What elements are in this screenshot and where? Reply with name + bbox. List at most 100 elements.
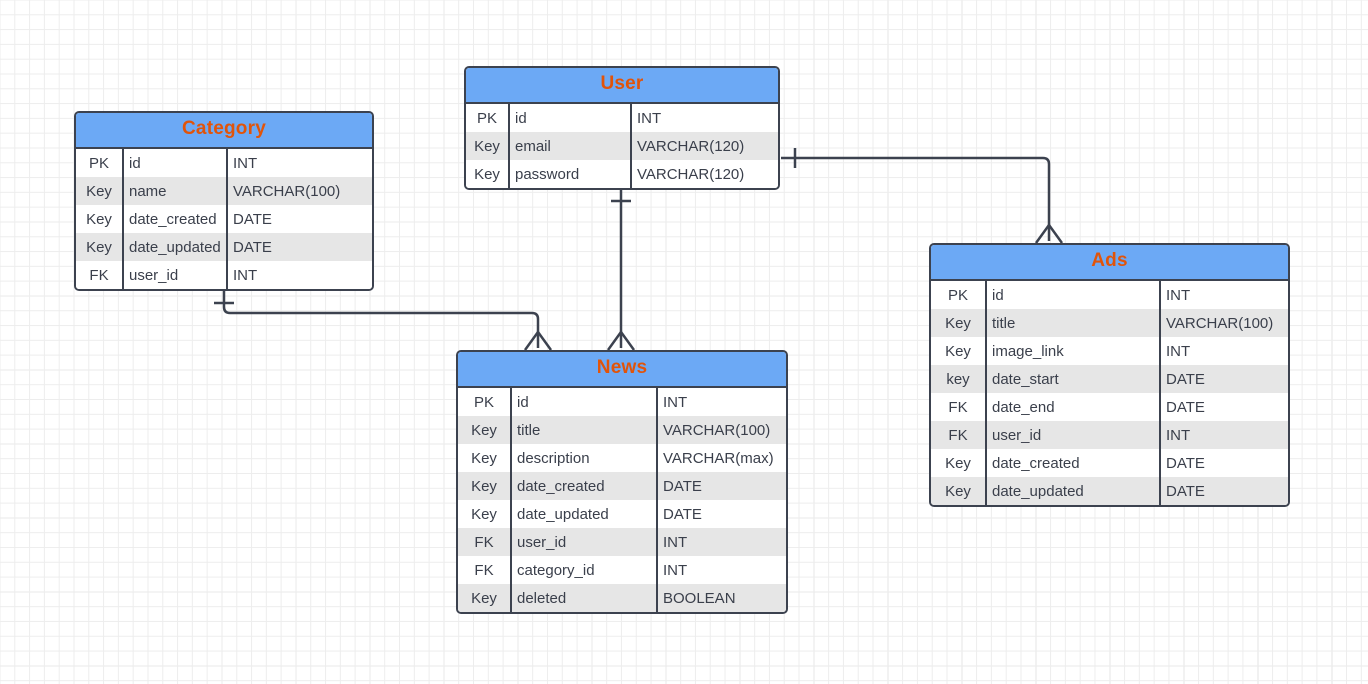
row-name: date_created <box>124 205 228 233</box>
entity-rows-news: PK id INT Key title VARCHAR(100) Key des… <box>458 388 786 612</box>
table-row[interactable]: FK date_end DATE <box>931 393 1288 421</box>
table-row[interactable]: FK user_id INT <box>76 261 372 289</box>
row-type: VARCHAR(max) <box>663 450 774 467</box>
row-key: Key <box>931 477 987 505</box>
table-row[interactable]: FK category_id INT <box>458 556 786 584</box>
row-type: INT <box>233 155 258 172</box>
row-name: password <box>510 160 632 188</box>
table-row[interactable]: Key date_updated DATE <box>931 477 1288 505</box>
row-name: id <box>510 104 632 132</box>
entity-table-ads[interactable]: Ads PK id INT Key title VARCHAR(100) Key… <box>929 243 1290 507</box>
row-key: Key <box>76 177 124 205</box>
table-row[interactable]: Key date_created DATE <box>76 205 372 233</box>
entity-rows-ads: PK id INT Key title VARCHAR(100) Key ima… <box>931 281 1288 505</box>
row-name: date_end <box>987 393 1161 421</box>
row-type: DATE <box>233 239 272 256</box>
row-key: PK <box>466 104 510 132</box>
row-type: INT <box>663 394 688 411</box>
table-row[interactable]: Key description VARCHAR(max) <box>458 444 786 472</box>
row-key: Key <box>466 160 510 188</box>
table-row[interactable]: PK id INT <box>466 104 778 132</box>
entity-table-category[interactable]: Category PK id INT Key name VARCHAR(100)… <box>74 111 374 291</box>
entity-rows-user: PK id INT Key email VARCHAR(120) Key pas… <box>466 104 778 188</box>
row-name: title <box>987 309 1161 337</box>
row-key: Key <box>76 205 124 233</box>
row-type: INT <box>233 267 258 284</box>
row-type: VARCHAR(100) <box>663 422 771 439</box>
row-key: Key <box>931 337 987 365</box>
entity-table-news[interactable]: News PK id INT Key title VARCHAR(100) Ke… <box>456 350 788 614</box>
entity-title-ads: Ads <box>931 245 1288 281</box>
row-key: Key <box>458 472 512 500</box>
row-key: Key <box>76 233 124 261</box>
row-name: title <box>512 416 658 444</box>
row-type: DATE <box>663 506 702 523</box>
row-key: FK <box>931 393 987 421</box>
table-row[interactable]: Key name VARCHAR(100) <box>76 177 372 205</box>
relationship-category-news <box>214 285 553 351</box>
entity-title-user: User <box>466 68 778 104</box>
row-name: email <box>510 132 632 160</box>
row-type: DATE <box>1166 399 1205 416</box>
row-type: DATE <box>1166 371 1205 388</box>
row-name: user_id <box>512 528 658 556</box>
row-name: date_created <box>512 472 658 500</box>
table-row[interactable]: PK id INT <box>931 281 1288 309</box>
row-type: INT <box>1166 343 1191 360</box>
cardinality-many-crowsfoot <box>1034 224 1064 244</box>
entity-table-user[interactable]: User PK id INT Key email VARCHAR(120) Ke… <box>464 66 780 190</box>
row-key: FK <box>931 421 987 449</box>
row-type: VARCHAR(120) <box>637 138 745 155</box>
relationship-line <box>781 156 1051 241</box>
table-row[interactable]: Key password VARCHAR(120) <box>466 160 778 188</box>
row-type: DATE <box>1166 483 1205 500</box>
cardinality-many-crowsfoot <box>523 331 553 351</box>
row-key: Key <box>458 444 512 472</box>
row-name: description <box>512 444 658 472</box>
row-name: user_id <box>987 421 1161 449</box>
row-name: date_start <box>987 365 1161 393</box>
row-name: deleted <box>512 584 658 612</box>
table-row[interactable]: Key deleted BOOLEAN <box>458 584 786 612</box>
table-row[interactable]: key date_start DATE <box>931 365 1288 393</box>
row-key: Key <box>458 500 512 528</box>
row-name: name <box>124 177 228 205</box>
row-type: VARCHAR(100) <box>233 183 341 200</box>
relationship-user-ads <box>781 148 1064 244</box>
row-name: image_link <box>987 337 1161 365</box>
row-type: INT <box>1166 427 1191 444</box>
table-row[interactable]: FK user_id INT <box>931 421 1288 449</box>
entity-title-category: Category <box>76 113 372 149</box>
table-row[interactable]: Key date_created DATE <box>931 449 1288 477</box>
row-type: BOOLEAN <box>663 590 736 607</box>
table-row[interactable]: Key date_created DATE <box>458 472 786 500</box>
table-row[interactable]: Key date_updated DATE <box>76 233 372 261</box>
row-key: key <box>931 365 987 393</box>
table-row[interactable]: Key email VARCHAR(120) <box>466 132 778 160</box>
entity-title-news: News <box>458 352 786 388</box>
row-name: id <box>987 281 1161 309</box>
row-key: Key <box>931 449 987 477</box>
row-name: date_updated <box>124 233 228 261</box>
table-row[interactable]: PK id INT <box>458 388 786 416</box>
cardinality-many-crowsfoot <box>606 331 636 351</box>
table-row[interactable]: Key image_link INT <box>931 337 1288 365</box>
row-type: DATE <box>1166 455 1205 472</box>
table-row[interactable]: Key title VARCHAR(100) <box>931 309 1288 337</box>
row-type: INT <box>663 534 688 551</box>
table-row[interactable]: Key date_updated DATE <box>458 500 786 528</box>
row-key: PK <box>931 281 987 309</box>
table-row[interactable]: PK id INT <box>76 149 372 177</box>
row-name: date_updated <box>512 500 658 528</box>
row-type: VARCHAR(120) <box>637 166 745 183</box>
row-type: INT <box>663 562 688 579</box>
table-row[interactable]: FK user_id INT <box>458 528 786 556</box>
row-type: INT <box>637 110 662 127</box>
table-row[interactable]: Key title VARCHAR(100) <box>458 416 786 444</box>
row-key: PK <box>76 149 124 177</box>
relationship-user-news <box>606 187 636 351</box>
row-key: FK <box>76 261 124 289</box>
row-key: PK <box>458 388 512 416</box>
row-name: date_created <box>987 449 1161 477</box>
